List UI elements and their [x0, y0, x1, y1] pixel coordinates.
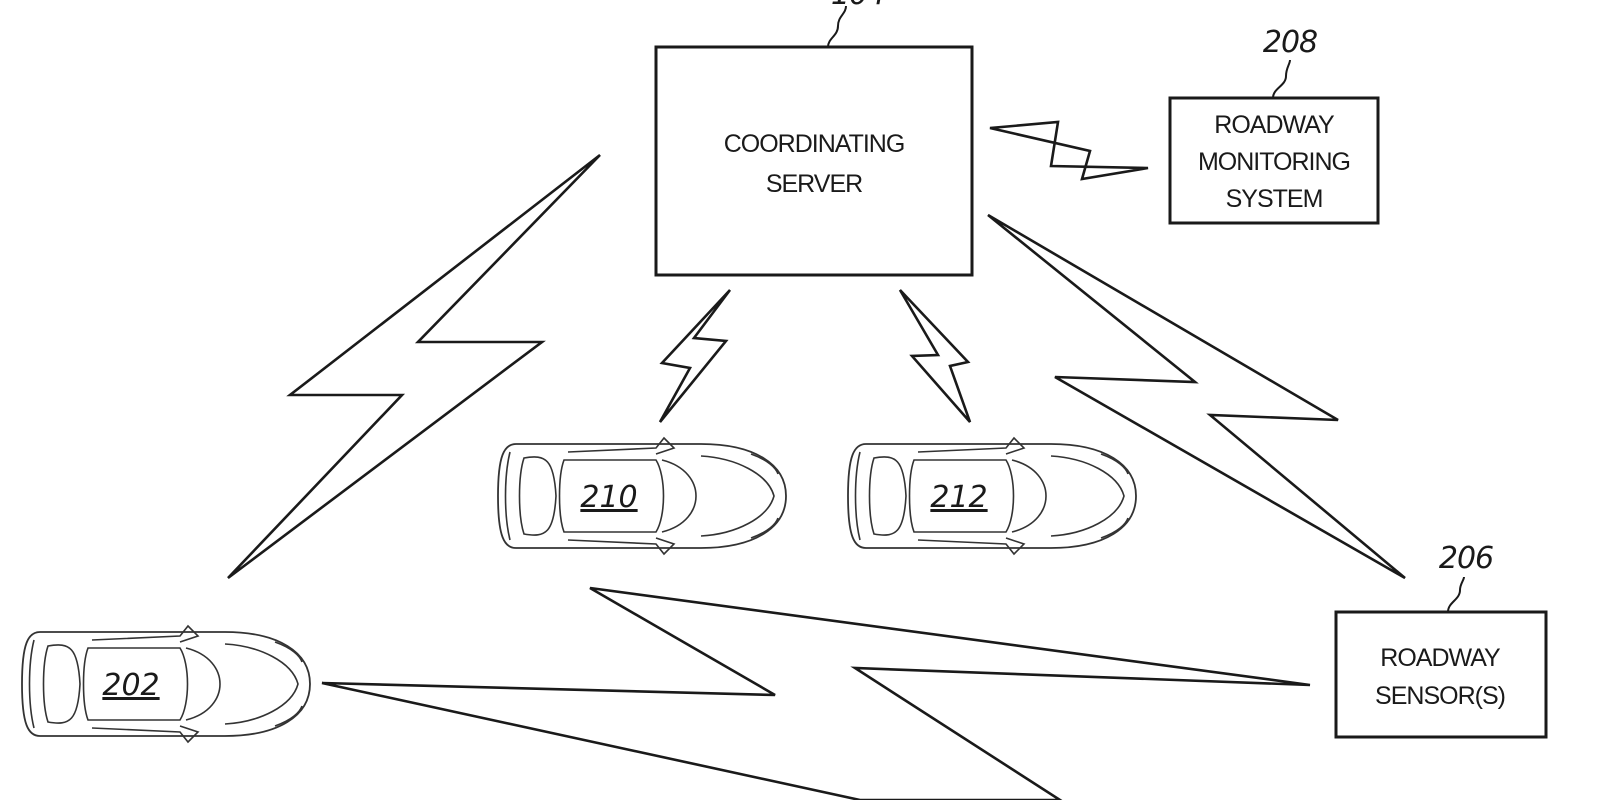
server-label-line-2: SERVER: [766, 170, 862, 198]
monitoring-label-line-3: SYSTEM: [1226, 185, 1323, 213]
vehicle-212-label: 212: [930, 480, 987, 515]
roadway-sensors: 206 ROADWAY SENSOR(S): [1334, 541, 1548, 739]
sensor-label-line-2: SENSOR(S): [1375, 682, 1505, 710]
link-server-monitoring: [989, 120, 1149, 181]
vehicle-210-label: 210: [580, 480, 637, 515]
coordinating-server: 104 COORDINATING SERVER: [654, 0, 974, 277]
link-server-car-212: [898, 289, 972, 423]
vehicle-210: 210: [497, 437, 787, 555]
link-car-202-sensor: [321, 586, 1311, 800]
server-ref-label: 104: [831, 0, 885, 12]
server-ref-leader: [827, 5, 847, 48]
sensor-ref-leader: [1447, 576, 1465, 613]
sensor-ref-label: 206: [1439, 541, 1493, 576]
link-server-car-202: [227, 153, 601, 580]
monitoring-label-line-1: ROADWAY: [1214, 111, 1335, 139]
monitoring-ref-leader: [1272, 59, 1291, 99]
vehicle-202-label: 202: [102, 668, 159, 703]
monitoring-label-line-2: MONITORING: [1198, 148, 1350, 176]
server-label-line-1: COORDINATING: [724, 130, 905, 158]
link-server-car-210: [658, 289, 732, 423]
vehicle-202: 202: [21, 625, 311, 743]
monitoring-ref-label: 208: [1263, 25, 1317, 60]
wireless-links: [227, 120, 1406, 800]
link-server-sensor: [987, 213, 1406, 580]
sensor-label-line-1: ROADWAY: [1380, 644, 1501, 672]
roadway-monitoring-system: 208 ROADWAY MONITORING SYSTEM: [1168, 25, 1380, 225]
vehicle-212: 212: [847, 437, 1137, 555]
